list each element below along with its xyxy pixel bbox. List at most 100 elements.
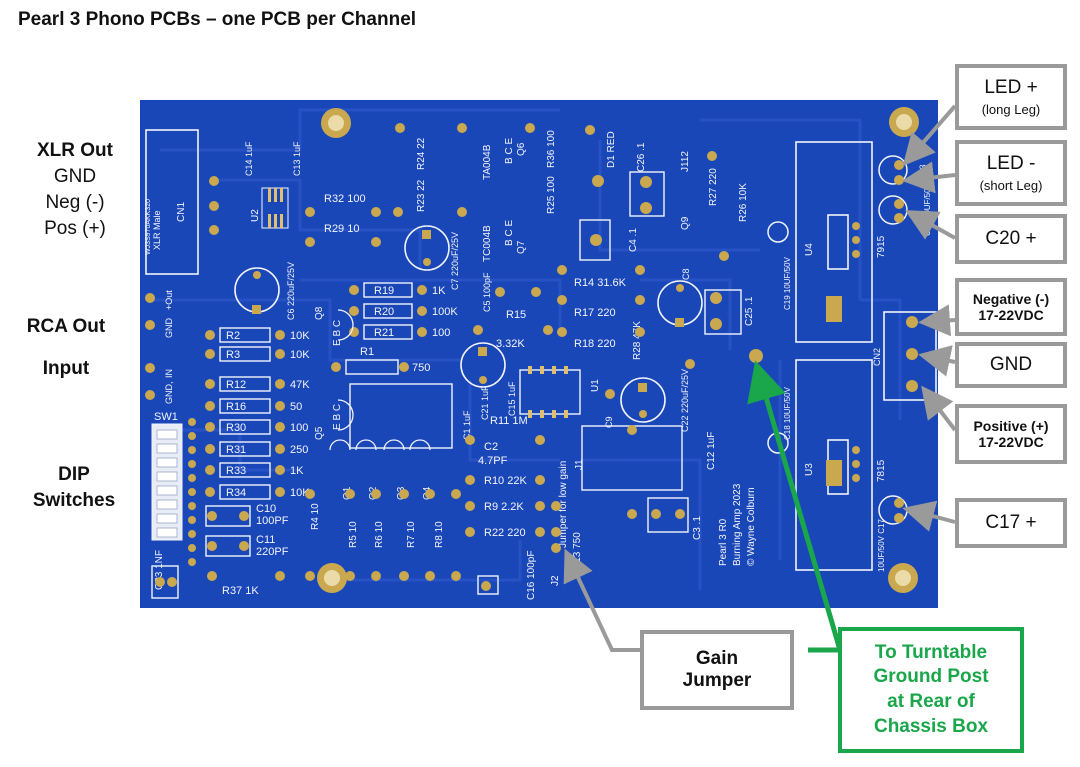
- r3-ref: R3: [226, 349, 240, 361]
- r24-label: R24 22: [416, 137, 427, 170]
- c18-label: C18 10UF/50V: [783, 386, 792, 440]
- u4-label: U4: [804, 243, 815, 256]
- c1-label: C1 1uF: [462, 410, 472, 440]
- page-title: Pearl 3 Phono PCBs – one PCB per Channel: [18, 9, 417, 30]
- u3-regulator-outline: [795, 359, 873, 571]
- c3-label: C3 .1: [692, 516, 703, 540]
- c10-val: 100PF: [256, 515, 289, 527]
- r26-label: R26 10K: [738, 183, 749, 222]
- u2-label: U2: [250, 209, 261, 222]
- r2-ref: R2: [226, 330, 240, 342]
- q7-label: Q7: [516, 240, 527, 254]
- cn2-label: CN2: [872, 348, 882, 366]
- callout-c20: C20 +: [955, 214, 1067, 264]
- r1-ref: R1: [360, 346, 374, 358]
- arrow-led-minus: [902, 161, 956, 194]
- r27-label: R27 220: [708, 168, 719, 206]
- callout-positive-line2: 17-22VDC: [978, 434, 1044, 450]
- r33-val: 1K: [290, 465, 304, 477]
- d1-label: D1 RED: [606, 131, 617, 168]
- callout-c17: C17 +: [955, 498, 1067, 548]
- c7-label: C7 220uF/25V: [450, 232, 460, 290]
- r2-val: 10K: [290, 330, 310, 342]
- r7-label: R7 10: [406, 521, 417, 548]
- r21-val: 100: [432, 327, 450, 339]
- r11-label: R11 1M: [490, 415, 528, 427]
- j2-label: J2: [550, 575, 561, 586]
- in-pad-label: IN: [164, 369, 174, 378]
- callout-gnd: GND: [955, 342, 1067, 388]
- q8-label: Q8: [314, 306, 325, 320]
- r34-ref: R34: [226, 487, 246, 499]
- dip-switches-label-1: DIP: [58, 464, 90, 485]
- gnd-pad2-label: GND,: [164, 382, 174, 405]
- u4-regulator-outline: [795, 141, 873, 343]
- arrow-negative: [918, 304, 956, 337]
- arrow-led-plus: [902, 104, 957, 167]
- c11-ref: C11: [256, 534, 275, 546]
- r28-label: R28 47K: [632, 321, 643, 360]
- callout-c20-title: C20 +: [985, 228, 1037, 250]
- dip-switches-label-2: Switches: [32, 490, 116, 511]
- c5-label: C5 100pF: [482, 272, 492, 312]
- r37-label: R37 1K: [222, 585, 259, 597]
- r19-ref: R19: [374, 285, 394, 297]
- r25-label: R25 100: [546, 176, 557, 214]
- r1-val: 750: [412, 362, 430, 374]
- r16-val: 50: [290, 401, 302, 413]
- q6-label: Q6: [516, 142, 527, 156]
- arrow-gnd: [918, 345, 956, 377]
- rca-out-label: RCA Out: [26, 316, 106, 337]
- r30-ref: R30: [226, 422, 246, 434]
- r5-label: R5 10: [348, 521, 359, 548]
- callout-ground-post: To Turntable Ground Post at Rear of Chas…: [838, 627, 1024, 753]
- gnd-label: GND: [53, 166, 97, 187]
- left-resistors: [219, 327, 271, 500]
- r36-label: R36 100: [546, 130, 557, 168]
- sw1-label: SW1: [154, 411, 178, 423]
- q6-pins: B C E: [504, 138, 515, 164]
- r33-ref: R33: [226, 465, 246, 477]
- c2-val: 4.7PF: [478, 455, 508, 467]
- neg-label: Neg (-): [45, 192, 105, 213]
- r8-label: R8 10: [434, 521, 445, 548]
- r21-ref: R21: [374, 327, 394, 339]
- c12-label: C12 1uF: [706, 432, 717, 470]
- r17-label: R17 220: [574, 307, 616, 319]
- r14-label: R14 31.6K: [574, 277, 627, 289]
- callout-ground-line4: Chassis Box: [873, 715, 989, 737]
- j1-label: J1: [574, 459, 585, 470]
- r29-label: R29 10: [324, 223, 359, 235]
- c10-ref: C10: [256, 503, 276, 515]
- r10-label: R10 22K: [484, 475, 527, 487]
- r16-ref: R16: [226, 401, 246, 413]
- q8-pins: E B C: [332, 320, 343, 346]
- c17-silk-label: 10UF/50V C17: [877, 519, 886, 572]
- c26-label: C26 .1: [636, 142, 647, 172]
- q9-label: Q9: [680, 216, 691, 230]
- r12-ref: R12: [226, 379, 246, 391]
- callout-gain-jumper: Gain Jumper: [640, 630, 794, 710]
- callout-negative-line1: Negative (-): [972, 290, 1050, 307]
- c23-label: C23 1NF: [154, 550, 165, 590]
- rca-pads: [145, 293, 155, 400]
- u4-heat-tab: [827, 214, 849, 270]
- callout-positive: Positive (+) 17-22VDC: [955, 404, 1067, 464]
- callout-led-minus: LED - (short Leg): [955, 140, 1067, 206]
- callout-negative-line2: 17-22VDC: [978, 307, 1044, 323]
- board-name-label: Pearl 3 R0: [718, 518, 729, 566]
- reg-7915-label: 7915: [876, 235, 887, 258]
- xlr-part-label: XLR Male: [152, 210, 162, 250]
- c21-label: C21 1uF: [480, 385, 490, 420]
- c6-label: C6 220uF/25V: [286, 262, 296, 320]
- r9-label: R9 2.2K: [484, 501, 524, 513]
- c16-label: C16 100pF: [526, 551, 537, 600]
- r6-label: R6 10: [374, 521, 385, 548]
- callout-led-minus-sub: (short Leg): [979, 177, 1043, 193]
- xlr-out-label: XLR Out: [37, 140, 113, 161]
- q5-label: Q5: [314, 426, 325, 440]
- dip-switch-sw1: [151, 423, 183, 541]
- callout-positive-line1: Positive (+): [973, 417, 1049, 434]
